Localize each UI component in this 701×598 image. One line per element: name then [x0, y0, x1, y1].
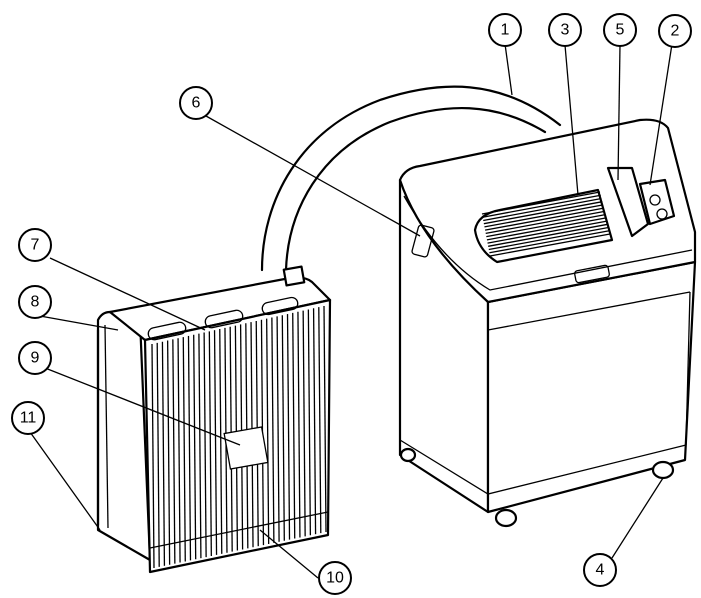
callout-6: 6: [179, 86, 213, 120]
control-indicator: [574, 264, 610, 284]
caster-wheels: [399, 447, 675, 528]
callout-11: 11: [11, 401, 45, 435]
svg-text:5: 5: [616, 22, 625, 39]
svg-text:6: 6: [192, 95, 201, 112]
svg-text:2: 2: [671, 23, 680, 40]
top-vents: [147, 296, 299, 341]
callout-2: 2: [658, 14, 692, 48]
leader-lines: [29, 43, 673, 579]
connecting-hose: [260, 85, 562, 272]
filter-cover: [606, 166, 650, 238]
svg-text:3: 3: [561, 22, 570, 39]
top-grille: [473, 188, 614, 264]
outdoor-unit: [96, 265, 332, 574]
svg-text:8: 8: [31, 294, 40, 311]
svg-text:1: 1: [501, 22, 510, 39]
callout-7: 7: [18, 228, 52, 262]
callout-10: 10: [318, 561, 352, 595]
label-plate: [223, 426, 269, 470]
svg-text:9: 9: [31, 350, 40, 367]
svg-text:4: 4: [596, 562, 605, 579]
callout-1: 1: [488, 13, 522, 47]
side-handle: [411, 224, 435, 258]
svg-text:10: 10: [326, 570, 344, 587]
tank-component: [638, 178, 676, 226]
callout-8: 8: [18, 285, 52, 319]
callout-5: 5: [603, 13, 637, 47]
callout-9: 9: [18, 341, 52, 375]
svg-text:11: 11: [20, 410, 37, 427]
svg-text:7: 7: [31, 237, 40, 254]
callout-3: 3: [548, 13, 582, 47]
callout-4: 4: [583, 553, 617, 587]
main-unit: [398, 118, 697, 528]
